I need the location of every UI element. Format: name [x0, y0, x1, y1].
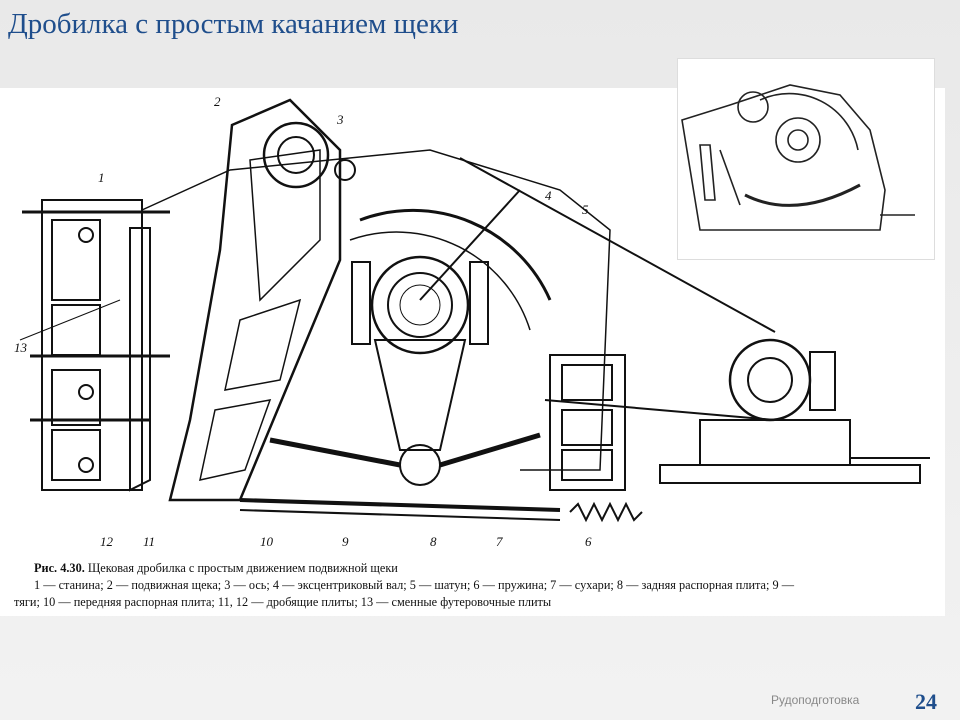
- part-label-10: 10: [260, 534, 274, 549]
- part-label-4: 4: [545, 188, 552, 203]
- part-label-6: 6: [585, 534, 592, 549]
- eccentric-shaft: [351, 255, 489, 355]
- rear-toggle-plate: [439, 432, 541, 468]
- part-label-1: 1: [98, 170, 105, 185]
- inset-schematic: [677, 58, 935, 260]
- fixed-jaw-plate: [129, 227, 151, 492]
- rear-housing: [549, 354, 626, 491]
- flywheel: [349, 189, 552, 331]
- pitman: [373, 339, 467, 451]
- part-labels: 1 2 3 4 5 6 7 8 9 10 11 12 13: [14, 94, 592, 549]
- part-label-11: 11: [143, 534, 155, 549]
- part-label-2: 2: [214, 94, 221, 109]
- page-number: 24: [915, 689, 937, 714]
- movable-jaw: [168, 98, 342, 502]
- figure-caption: Рис. 4.30. Щековая дробилка с простым дв…: [14, 560, 939, 611]
- tie-rod: [239, 498, 561, 512]
- frame-stanina: [22, 149, 611, 491]
- caption-figure-number: Рис. 4.30.: [34, 561, 85, 575]
- caption-title-line: Рис. 4.30. Щековая дробилка с простым дв…: [14, 560, 939, 577]
- caption-title: Щековая дробилка с простым движением под…: [87, 561, 398, 575]
- slide-title: Дробилка с простым качанием щеки: [8, 8, 459, 40]
- part-label-13: 13: [14, 340, 28, 355]
- part-label-8: 8: [430, 534, 437, 549]
- part-label-5: 5: [582, 202, 589, 217]
- part-label-9: 9: [342, 534, 349, 549]
- footer-section-name: Рудоподготовка: [771, 693, 860, 707]
- part-label-12: 12: [100, 534, 114, 549]
- inset-drawing: [681, 84, 915, 231]
- part-label-3: 3: [336, 112, 344, 127]
- front-toggle-plate: [269, 437, 401, 468]
- caption-legend-line-1: 1 — станина; 2 — подвижная щека; 3 — ось…: [34, 578, 795, 592]
- spring: [569, 501, 643, 523]
- electric-motor: [659, 338, 930, 484]
- jaw-axis: [334, 159, 356, 181]
- part-label-7: 7: [496, 534, 503, 549]
- drive-belt-lower: [544, 399, 776, 421]
- drive-belt-upper: [459, 157, 776, 333]
- caption-legend-line-2: тяги; 10 — передняя распорная плита; 11,…: [14, 595, 552, 609]
